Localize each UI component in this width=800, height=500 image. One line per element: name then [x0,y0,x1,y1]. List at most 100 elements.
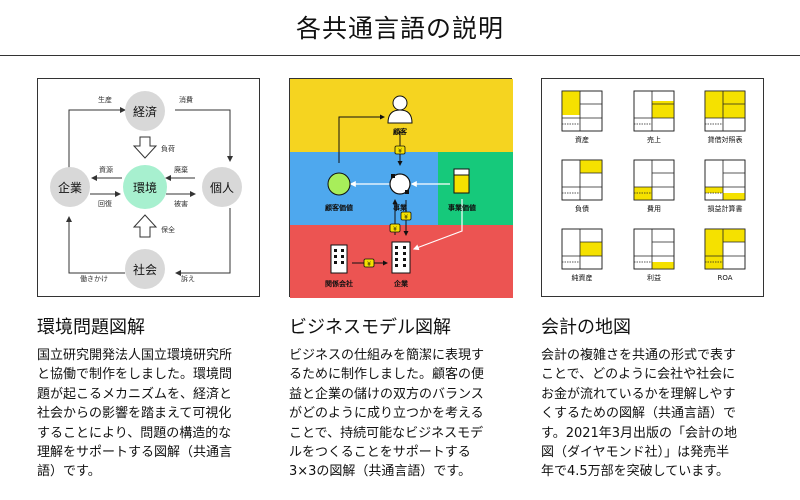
flow-appeal-arrow [175,208,231,276]
accounting-cell: 費用 [633,159,675,213]
customer-icon [387,95,413,124]
description-line: 会計の複雑さを共通の形式で表す [541,348,737,363]
yen-coin-icon: ¥ [389,223,401,233]
description-line: お金が流れているかを理解しやす [541,386,736,402]
description-line: 国立研究開発法人国立環境研究所 [37,348,233,363]
value-band-left [290,152,438,225]
accounting-cell-label: 貸借対照表 [708,135,743,144]
accounting-cell-label: ROA [717,274,732,282]
business-model-diagram: 顧客 ¥ ¥ ¥ ¥ 顧客価値 事業 [289,78,513,298]
company-node [50,167,90,207]
value-band-right [438,152,513,225]
accounting-map-diagram: 資産 売上 貸借対照表負債 費用 損益計算書純資産 利益 ROA [541,78,764,297]
environment-section-description: 国立研究開発法人国立環境研究所 と協働で制作をしました。環境問 題が起こるメカニ… [37,346,255,482]
accounting-cell-label: 売上 [647,135,661,144]
economy-node [125,91,165,131]
accounting-cell-label: 利益 [647,273,661,282]
conservation-label: 保全 [161,225,175,234]
conservation-arrow [132,214,158,238]
accounting-section-title: 会計の地図 [541,317,631,338]
description-line: することにより、問題の構造的な [37,425,232,441]
affiliate-label: 関係会社 [325,279,353,288]
description-line: す。2021年3月出版の「会計の地 [541,425,738,441]
flow-consumption-arrow [175,109,233,162]
description-line: 益と企業の儲けの双方のバランス [289,386,484,402]
page-title: 各共通言語の説明 [295,14,504,43]
company-building-icon [391,241,411,274]
svg-text:¥: ¥ [393,226,397,233]
description-line: がどのように成り立つかを考える [289,406,484,422]
individual-node [202,167,242,207]
environment-node [123,165,167,209]
customer-label: 顧客 [393,127,408,136]
description-line: くするための図解（共通言語）で [541,406,737,422]
business-label: 事業 [393,203,408,212]
affiliate-building-icon [330,244,348,274]
description-line: ことで、持続可能なビジネスモデ [289,425,484,441]
accounting-cell: 貸借対照表 [704,90,746,144]
customer-value-label: 顧客価値 [325,203,353,212]
description-line: るために制作しました。顧客の便 [289,367,485,383]
business-value-icon [453,168,470,194]
business-section-description: ビジネスの仕組みを簡潔に表現す るために制作しました。顧客の便 益と企業の儲けの… [289,346,507,482]
value-to-customer-line [338,114,385,163]
individual-label: 個人 [210,181,234,195]
customer-value-icon [327,172,351,196]
svg-text:¥: ¥ [398,148,402,155]
business-value-to-company-line [412,199,463,251]
environment-section-title: 環境問題図解 [37,317,145,338]
environment-diagram: 経済 環境 企業 個人 社会 生産 消費 負荷 資源 回復 廃棄 被害 保全 働… [37,78,260,297]
description-line: 語）です。 [37,464,101,480]
description-line: 3×3の図解（共通言語）です。 [289,464,472,480]
description-line: 題が起こるメカニズムを、経済と [37,386,233,402]
society-node [125,249,165,289]
accounting-cell: 資産 [561,90,603,144]
flow-outreach-arrow [66,216,125,274]
accounting-cell: 損益計算書 [704,159,746,213]
accounting-cell-label: 純資産 [572,273,593,282]
load-label: 負荷 [161,144,175,153]
business-cycle-icon [389,173,411,195]
accounting-cell-label: 資産 [575,135,589,144]
title-divider [0,55,800,56]
production-label: 生産 [98,95,112,104]
accounting-cell: ROA [704,228,746,282]
business-section-title: ビジネスモデル図解 [289,317,451,338]
accounting-cell: 純資産 [561,228,603,282]
recovery-label: 回復 [98,199,112,208]
consumption-label: 消費 [179,95,193,104]
outreach-label: 働きかけ [80,274,108,283]
company-label: 企業 [58,180,82,195]
svg-text:¥: ¥ [404,214,408,221]
yen-coin-icon: ¥ [363,258,375,268]
description-line: 年で4.5万部を突破しています。 [541,464,729,480]
description-line: 社会からの影響を踏まえて可視化 [37,406,232,422]
accounting-section-description: 会計の複雑さを共通の形式で表す ことで、どのように会社や社会に お金が流れている… [541,346,759,482]
accounting-cell: 売上 [633,90,675,144]
economy-label: 経済 [133,104,157,119]
description-line: ルをつくることをサポートする [289,445,471,461]
damage-label: 被害 [174,199,188,208]
accounting-cell-label: 費用 [647,204,661,213]
description-line: 図（ダイヤモンド社）」は発売半 [541,445,730,461]
waste-label: 廃棄 [174,165,188,174]
yen-coin-icon: ¥ [400,211,412,221]
flow-production-arrow [68,107,126,171]
company-label: 企業 [393,279,409,288]
accounting-cell: 利益 [633,228,675,282]
description-line: と協働で制作をしました。環境問 [37,367,233,383]
accounting-cell-label: 負債 [575,204,589,213]
description-line: ビジネスの仕組みを簡潔に表現す [289,348,485,363]
appeal-label: 訴え [181,274,195,283]
svg-text:¥: ¥ [367,261,371,268]
accounting-cell-label: 損益計算書 [708,204,743,213]
description-line: 理解をサポートする図解（共通言 [37,445,233,461]
business-value-label: 事業価値 [448,203,476,212]
society-label: 社会 [133,262,157,277]
description-line: ことで、どのように会社や社会に [541,367,736,383]
yen-coin-icon: ¥ [394,145,406,155]
load-arrow [132,136,158,159]
resource-label: 資源 [99,165,113,174]
environment-label: 環境 [133,180,157,195]
accounting-cell: 負債 [561,159,603,213]
